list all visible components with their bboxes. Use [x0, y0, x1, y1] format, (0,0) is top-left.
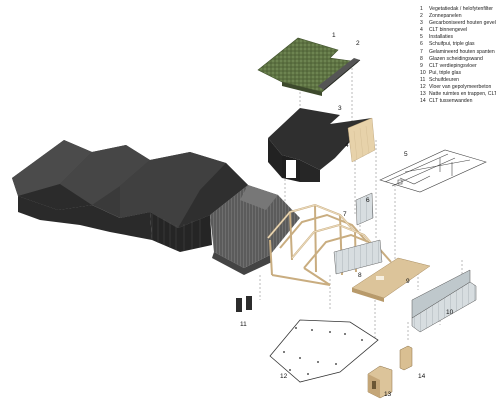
callout-4: 4: [345, 142, 349, 149]
callout-6: 6: [366, 197, 370, 204]
legend-label: Gecarboniseerd houten gevel: [429, 20, 496, 27]
legend-item: 7 Gelamineerd houten spanten: [420, 49, 496, 56]
legend-label: Pui, triple glas: [429, 69, 461, 76]
wet-rooms-stairs-layer: [367, 365, 393, 399]
legend-label: CLT binnengevel: [429, 27, 468, 34]
sliding-doors-glazing-layer: [355, 192, 374, 226]
slatted-facade: [210, 185, 300, 275]
legend-label: CLT tussenwanden: [429, 98, 473, 105]
legend-number: 12: [420, 84, 426, 91]
callout-2: 2: [356, 40, 360, 47]
charred-facade-layer: [268, 108, 376, 182]
callout-8: 8: [358, 272, 362, 279]
legend-number: 9: [420, 62, 423, 69]
legend-item: 4 CLT binnengevel: [420, 27, 496, 34]
legend-number: 1: [420, 6, 423, 12]
callout-14: 14: [418, 373, 426, 380]
legend-number: 5: [420, 34, 423, 41]
legend-number: 7: [420, 48, 423, 55]
legend-number: 3: [420, 20, 423, 27]
legend-label: Natte ruimtes en trappen, CLT: [429, 91, 496, 98]
sliding-doors-layer: [236, 296, 252, 312]
legend-number: 13: [420, 91, 426, 98]
legend-item: 9 CLT verdiepingsvloer: [420, 63, 496, 70]
legend-label: Schuifdeuren: [429, 76, 460, 83]
legend-label: Installaties: [429, 34, 454, 41]
legend-item: 1 Vegetatiedak / helofytenfilter: [420, 6, 496, 13]
legend-item: 6 Schuifpui, triple glas: [420, 41, 496, 48]
solar-panel-layer: [318, 58, 361, 91]
legend-number: 6: [420, 41, 423, 48]
legend-number: 10: [420, 69, 426, 76]
legend-label: Vloer van gepolymeerbeton: [429, 84, 492, 91]
callout-7: 7: [343, 211, 347, 218]
concrete-floor-layer: [269, 319, 379, 383]
legend-number: 14: [420, 98, 426, 105]
legend-label: Vegetatiedak / helofytenfilter: [429, 6, 493, 12]
clt-floor-layer: [351, 257, 431, 302]
callout-12: 12: [280, 373, 288, 380]
legend-label: Glazen scheidingswand: [429, 55, 483, 62]
timber-trusses-highlight: [267, 204, 380, 259]
legend-number: 2: [420, 13, 423, 20]
legend: 1 Vegetatiedak / helofytenfilter 2 Zonnepa…: [420, 6, 496, 105]
clt-partition-walls-layer: [399, 345, 413, 371]
callout-9: 9: [406, 278, 410, 285]
legend-label: Gelamineerd houten spanten: [429, 48, 495, 55]
legend-number: 8: [420, 55, 423, 62]
legend-label: Schuifpui, triple glas: [429, 41, 475, 48]
legend-item: 5 Installaties: [420, 34, 496, 41]
legend-label: CLT verdiepingsvloer: [429, 62, 477, 69]
callout-10: 10: [446, 309, 454, 316]
callout-1: 1: [332, 32, 336, 39]
callout-5: 5: [404, 151, 408, 158]
installations-layer: [379, 149, 487, 193]
callout-3: 3: [338, 105, 342, 112]
legend-number: 4: [420, 27, 423, 34]
legend-item: 2 Zonnepanelen: [420, 13, 496, 20]
legend-item: 8 Glazen scheidingswand: [420, 56, 496, 63]
legend-label: Zonnepanelen: [429, 13, 462, 20]
legend-item: 3 Gecarboniseerd houten gevel: [420, 20, 496, 27]
callout-11: 11: [240, 321, 247, 328]
legend-number: 11: [420, 76, 426, 83]
glass-partition-layer: [333, 239, 383, 275]
glazed-facade-layer: [411, 269, 477, 333]
building-mass: [12, 140, 248, 252]
callout-13: 13: [384, 391, 392, 398]
callout-labels: 1 2 3 4 5 6 7 8 9 10 11 12 13 14: [240, 32, 454, 398]
